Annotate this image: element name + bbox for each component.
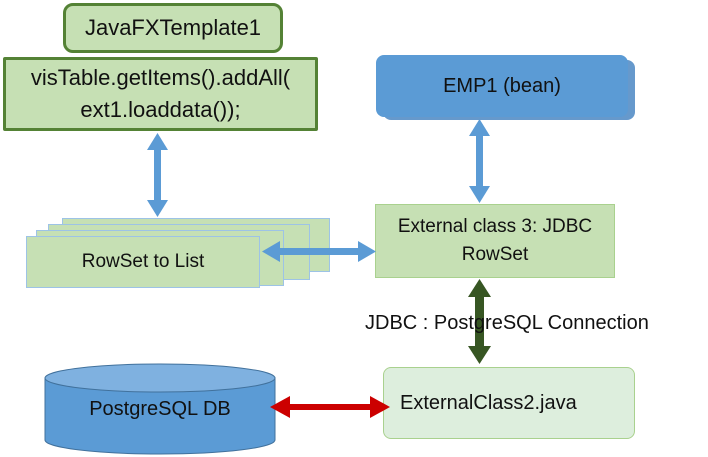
arrow-db-ext2 bbox=[270, 396, 390, 418]
external-class2-box: ExternalClass2.java bbox=[383, 367, 635, 439]
postgresql-db-cylinder bbox=[44, 363, 276, 455]
arrow-emp-ext3 bbox=[469, 119, 490, 203]
code-line-2: ext1.loaddata()); bbox=[80, 97, 241, 122]
external-class3-line1: External class 3: JDBC bbox=[397, 216, 593, 237]
jdbc-connection-label: JDBC : PostgreSQL Connection bbox=[365, 312, 649, 334]
emp-bean-label: EMP1 (bean) bbox=[443, 74, 561, 97]
external-class2-label: ExternalClass2.java bbox=[400, 391, 577, 414]
javafx-template-box: JavaFXTemplate1 bbox=[63, 3, 283, 53]
code-line-1: visTable.getItems().addAll( bbox=[30, 65, 291, 90]
external-class3-box: External class 3: JDBC RowSet bbox=[375, 204, 615, 278]
arrow-code-rowset bbox=[147, 133, 168, 217]
code-box: visTable.getItems().addAll( ext1.loaddat… bbox=[3, 57, 318, 131]
emp-bean-box: EMP1 (bean) bbox=[376, 55, 628, 117]
rowset-to-list-box: RowSet to List bbox=[26, 236, 260, 288]
javafx-template-label: JavaFXTemplate1 bbox=[84, 15, 262, 40]
rowset-to-list-label: RowSet to List bbox=[81, 251, 205, 272]
external-class3-line2: RowSet bbox=[461, 244, 529, 265]
postgresql-db-label: PostgreSQL DB bbox=[89, 398, 231, 420]
arrow-rowset-ext3 bbox=[262, 241, 376, 262]
arrow-ext3-ext2 bbox=[468, 279, 491, 364]
